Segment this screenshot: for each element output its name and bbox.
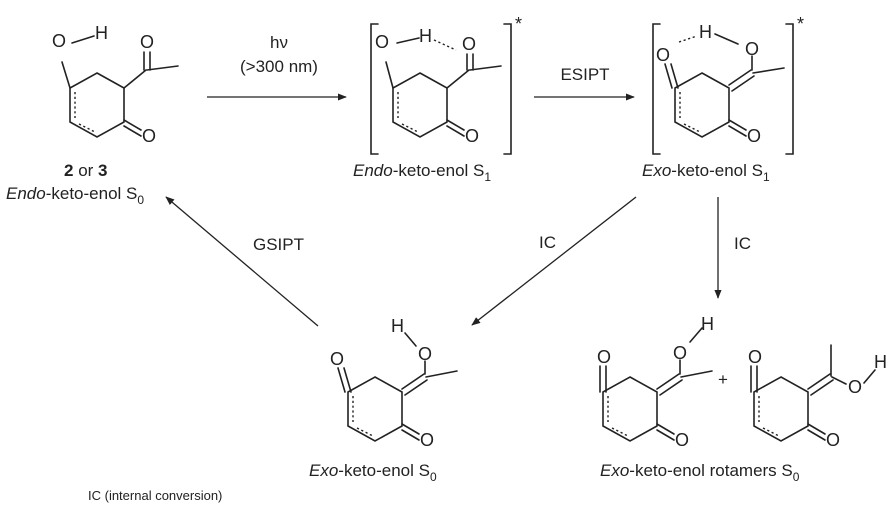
- atom-h: H: [95, 23, 108, 43]
- atom-h: H: [874, 352, 887, 372]
- arrow-gsipt: [165, 196, 319, 327]
- atom-o: O: [420, 430, 434, 450]
- atom-o: O: [52, 31, 66, 51]
- hydrogen-bond: [678, 35, 698, 43]
- carbonyl-double-bond: [143, 51, 151, 71]
- ring-carbonyl-bond: [401, 423, 420, 441]
- atom-o: O: [462, 34, 476, 54]
- ring-inner-dashes: [607, 396, 629, 437]
- atom-h: H: [391, 316, 404, 336]
- molecule-exo-keto-enol-s1: O H O O *: [652, 14, 804, 155]
- label-endo-keto-enol-s1: Endo-keto-enol S1: [353, 161, 491, 184]
- acetyl-bond: [123, 69, 147, 89]
- atom-o: O: [142, 126, 156, 146]
- atom-o: O: [745, 39, 759, 59]
- bracket-right: [785, 23, 794, 155]
- molecule-endo-keto-enol-s0: O H O O: [52, 23, 179, 146]
- ring-bonds: [674, 72, 730, 138]
- atom-h: H: [699, 22, 712, 42]
- oh-bond: [863, 369, 876, 384]
- atom-o: O: [747, 126, 761, 146]
- label-ic-right: IC: [734, 234, 751, 253]
- bracket-left: [652, 23, 661, 155]
- label-hv: hν: [270, 33, 288, 52]
- enol-bond: [831, 376, 847, 385]
- atom-o: O: [673, 343, 687, 363]
- atom-o: O: [418, 344, 432, 364]
- ring-inner-dashes: [74, 92, 96, 133]
- molecule-number-label: 2 or 3: [64, 161, 108, 180]
- molecule-exo-rotamer-a: O O H O: [597, 314, 714, 450]
- bracket-left: [370, 23, 379, 155]
- ring-inner-dashes: [679, 92, 701, 133]
- plus-sign: +: [718, 370, 728, 389]
- phenol-bond: [61, 61, 71, 89]
- ring-carbonyl-top: [750, 365, 758, 393]
- methyl-bond: [425, 370, 458, 378]
- excited-state-asterisk: *: [797, 14, 804, 34]
- exocyclic-double-bond: [656, 373, 683, 396]
- ring-inner-dashes: [758, 396, 780, 437]
- methyl-bond: [752, 67, 785, 74]
- label-exo-keto-enol-s1: Exo-keto-enol S1: [642, 161, 770, 184]
- ring-carbonyl-bond: [656, 423, 675, 441]
- atom-o: O: [597, 347, 611, 367]
- label-exo-keto-enol-rotamers-s0: Exo-keto-enol rotamers S0: [600, 461, 800, 484]
- ring-bonds: [753, 376, 809, 442]
- ring-inner-dashes: [352, 396, 374, 437]
- ring-bonds: [69, 72, 125, 138]
- atom-o: O: [330, 349, 344, 369]
- label-ic-left: IC: [539, 233, 556, 252]
- label-wavelength: (>300 nm): [240, 57, 318, 76]
- ring-carbonyl-top: [337, 367, 352, 393]
- atom-o: O: [656, 45, 670, 65]
- label-esipt: ESIPT: [560, 65, 609, 84]
- hydrogen-bond: [433, 39, 457, 51]
- atom-o: O: [675, 430, 689, 450]
- atom-h: H: [419, 26, 432, 46]
- atom-o: O: [848, 377, 862, 397]
- acetyl-bond: [446, 69, 470, 89]
- oh-bond: [71, 35, 95, 44]
- molecule-endo-keto-enol-s1: O H O O *: [370, 14, 522, 155]
- atom-o: O: [375, 32, 389, 52]
- label-endo-keto-enol-s0: Endo-keto-enol S0: [6, 184, 144, 207]
- ring-bonds: [347, 376, 403, 442]
- methyl-bond: [146, 65, 179, 71]
- atom-o: O: [140, 32, 154, 52]
- label-exo-keto-enol-s0: Exo-keto-enol S0: [309, 461, 437, 484]
- arrow-ic-to-s0: [471, 196, 637, 326]
- molecule-exo-keto-enol-s0: O H O O: [330, 316, 458, 450]
- phenol-bond: [385, 61, 394, 89]
- exocyclic-double-bond: [728, 69, 755, 92]
- methyl-bond: [680, 370, 713, 378]
- ring-inner-dashes: [397, 92, 419, 133]
- atom-o: O: [465, 126, 479, 146]
- ring-carbonyl-top: [599, 365, 607, 393]
- atom-h: H: [701, 314, 714, 334]
- ring-carbonyl-bond: [728, 119, 747, 137]
- excited-state-asterisk: *: [515, 14, 522, 34]
- oh-bond: [396, 37, 420, 44]
- atom-o: O: [826, 430, 840, 450]
- ring-bonds: [602, 376, 658, 442]
- oh-bond: [714, 33, 739, 45]
- ring-carbonyl-bond: [446, 119, 465, 137]
- ring-carbonyl-bond: [123, 119, 142, 137]
- oh-bond: [689, 327, 703, 343]
- oh-bond: [404, 332, 417, 347]
- footnote: IC (internal conversion): [88, 488, 222, 503]
- bracket-right: [503, 23, 512, 155]
- ring-carbonyl-top: [664, 63, 679, 89]
- carbonyl-double-bond: [466, 53, 474, 71]
- label-gsipt: GSIPT: [253, 235, 304, 254]
- ring-carbonyl-bond: [807, 423, 826, 441]
- methyl-bond: [469, 65, 502, 71]
- atom-o: O: [748, 347, 762, 367]
- molecule-exo-rotamer-b: O O H O: [748, 344, 887, 450]
- ring-bonds: [392, 72, 448, 138]
- exocyclic-double-bond: [807, 373, 834, 396]
- exocyclic-double-bond: [401, 373, 428, 396]
